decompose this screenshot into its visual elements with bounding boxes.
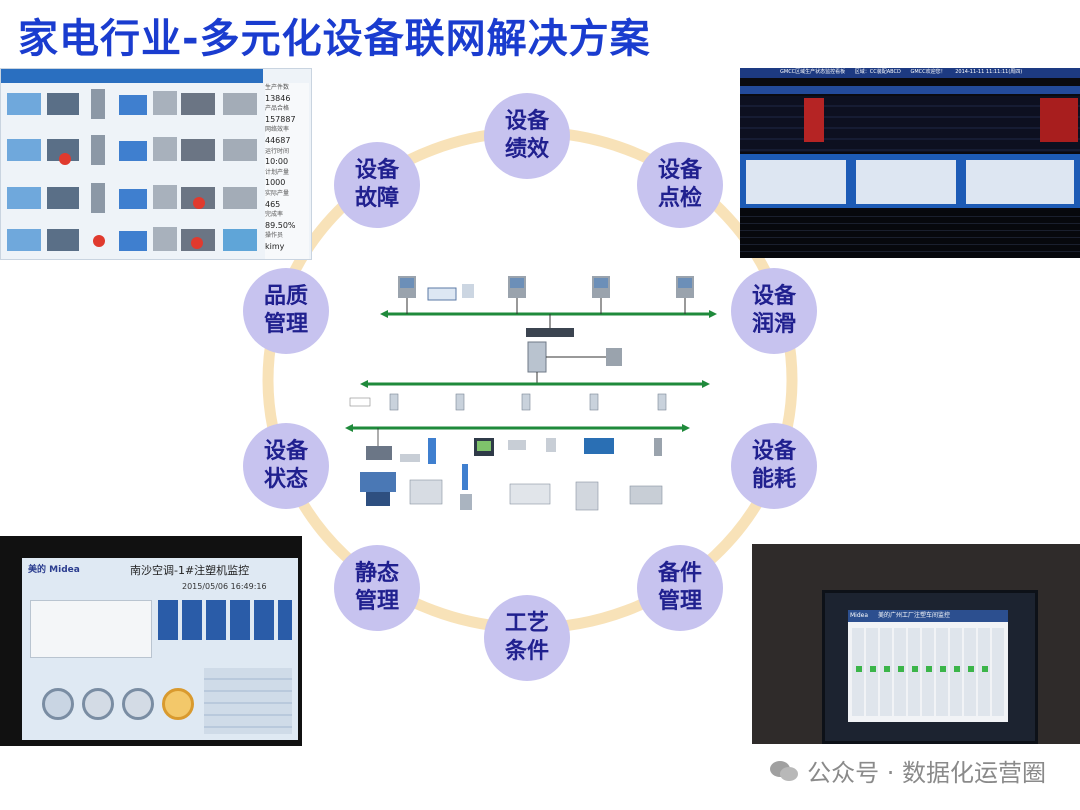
node-label-line2: 管理 [354, 589, 399, 614]
node-label-line1: 备件 [657, 561, 702, 586]
node-label-line2: 管理 [657, 589, 702, 614]
machine-grid [1, 69, 263, 259]
stat-value: 10:00 [265, 157, 289, 167]
server-icons-row [398, 276, 694, 301]
dashboard-datetime: 2014-11-11 11:11:11(周四) [955, 69, 1023, 75]
monitor-screen: 美的 Midea 南沙空调-1#注塑机监控 2015/05/06 16:49:1… [22, 558, 298, 740]
node-label-line2: 点检 [657, 186, 702, 211]
node-label-line1: 设备 [263, 439, 308, 464]
node-process-conditions[interactable]: 工艺 条件 [484, 595, 570, 681]
node-label-line2: 状态 [263, 467, 308, 492]
node-label-line1: 工艺 [504, 611, 549, 636]
brand-logo: 美的 Midea [28, 565, 80, 575]
stat-label: 实际产量 [265, 189, 290, 197]
status-light [82, 688, 114, 720]
injection-monitor-photo: 美的 Midea 南沙空调-1#注塑机监控 2015/05/06 16:49:1… [0, 536, 302, 746]
node-label-line1: 设备 [354, 158, 399, 183]
watermark-text: 公众号 · 数据化运营圈 [807, 759, 1046, 787]
page-title: 家电行业-多元化设备联网解决方案 [18, 16, 651, 62]
stat-value: 13846 [265, 93, 291, 103]
node-label-line1: 设备 [657, 158, 702, 183]
node-label-line2: 能耗 [751, 467, 796, 492]
node-label-line1: 设备 [751, 284, 796, 309]
node-label-line2: 绩效 [504, 137, 549, 162]
machine-image [30, 600, 152, 658]
screen-title: 南沙空调-1#注塑机监控 [130, 564, 250, 577]
stat-value: 89.50% [265, 220, 296, 230]
status-light [122, 688, 154, 720]
dashboard-header: GMCC区域生产状态监控看板 区域：CC装配ABCD GMCC欢迎您！ 2014… [740, 68, 1080, 78]
production-dashboard: GMCC区域生产状态监控看板 区域：CC装配ABCD GMCC欢迎您！ 2014… [740, 68, 1080, 258]
node-device-lubrication[interactable]: 设备 润滑 [731, 268, 817, 354]
node-spare-parts[interactable]: 备件 管理 [637, 545, 723, 631]
wechat-icon [769, 759, 799, 783]
node-label-line2: 润滑 [751, 312, 796, 337]
node-device-performance[interactable]: 设备 绩效 [484, 93, 570, 179]
screen-datetime: 2015/05/06 16:49:16 [182, 582, 267, 591]
stat-label: 网络效率 [265, 126, 290, 134]
dashboard-welcome: GMCC欢迎您！ [910, 69, 946, 75]
dashboard-title: GMCC区域生产状态监控看板 [780, 69, 846, 75]
node-static-management[interactable]: 静态 管理 [334, 545, 420, 631]
node-label-line1: 品质 [263, 284, 308, 309]
trend-charts-strip [740, 154, 1080, 208]
field-devices [360, 428, 663, 511]
stats-column: 生产件数 13846 产品合格 157887 网络效率 44687 运行时间 1… [265, 83, 309, 259]
workshop-monitor-photo: Midea 美的广州工厂注塑车间监控 [752, 544, 1080, 744]
stat-value: kimy [265, 241, 285, 251]
device-server-row [349, 393, 667, 411]
stat-label: 运行时间 [265, 147, 290, 155]
screen-title: 美的广州工厂注塑车间监控 [877, 612, 950, 619]
node-device-fault[interactable]: 设备 故障 [334, 142, 420, 228]
equipment-status-panel: 生产件数 13846 产品合格 157887 网络效率 44687 运行时间 1… [0, 68, 312, 260]
stat-label: 完成率 [265, 211, 284, 219]
stat-value: 465 [265, 199, 281, 209]
node-label-line1: 设备 [751, 439, 796, 464]
network-topology-diagram [345, 276, 717, 511]
node-device-status[interactable]: 设备 状态 [243, 423, 329, 509]
stat-value: 44687 [265, 135, 291, 145]
stat-label: 生产件数 [265, 84, 290, 91]
node-device-energy[interactable]: 设备 能耗 [731, 423, 817, 509]
core-switch [526, 328, 574, 337]
watermark: 公众号 · 数据化运营圈 [769, 753, 1046, 788]
dashboard-region: 区域：CC装配ABCD [854, 69, 901, 75]
stat-label: 产品合格 [265, 105, 290, 113]
status-light [42, 688, 74, 720]
stat-label: 操作员 [265, 232, 284, 240]
node-label-line2: 管理 [263, 312, 308, 337]
brand-logo: Midea [850, 612, 869, 619]
stat-value: 157887 [265, 114, 296, 124]
node-device-inspection[interactable]: 设备 点检 [637, 142, 723, 228]
node-label-line1: 静态 [354, 561, 399, 586]
server-rack [527, 341, 547, 373]
monitor-screen: Midea 美的广州工厂注塑车间监控 [848, 610, 1008, 722]
node-label-line2: 故障 [354, 186, 399, 211]
node-label-line2: 条件 [504, 639, 549, 664]
stat-value: 1000 [265, 178, 286, 188]
node-quality-management[interactable]: 品质 管理 [243, 268, 329, 354]
node-label-line1: 设备 [504, 109, 549, 134]
stat-label: 计划产量 [265, 168, 290, 176]
status-light [162, 688, 194, 720]
